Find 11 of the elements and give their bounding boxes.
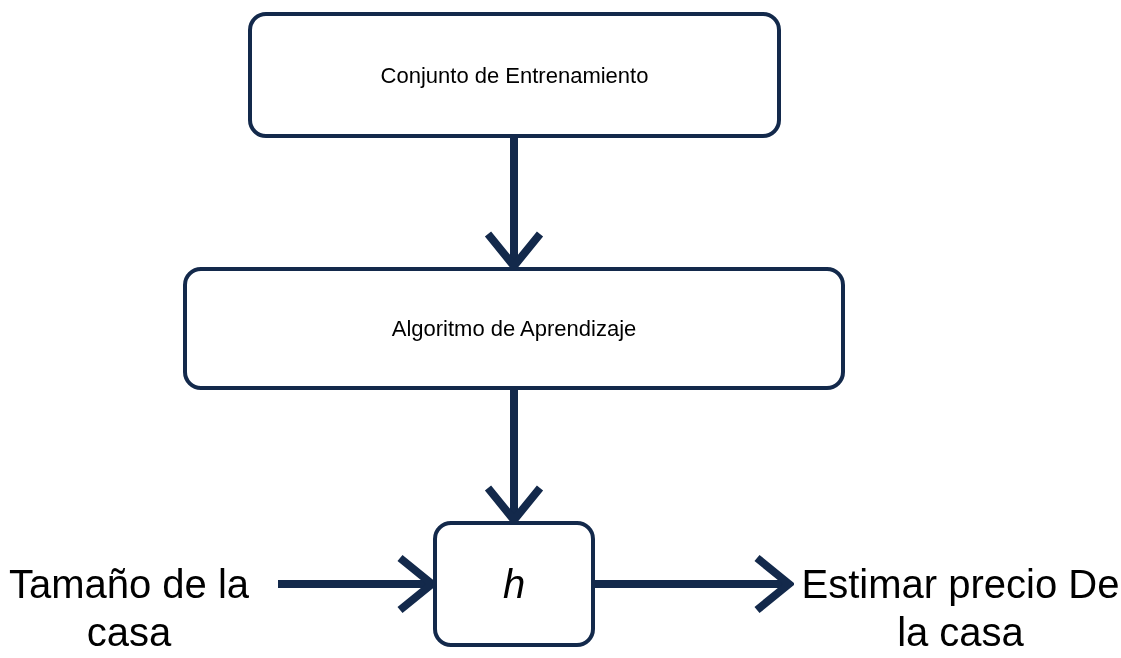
arrow (595, 554, 793, 614)
arrow (484, 138, 544, 270)
process-box (183, 267, 845, 390)
process-box (248, 12, 781, 138)
node-label: Estimar precio De la casa (800, 558, 1121, 658)
box-label: Algoritmo de Aprendizaje (391, 315, 637, 343)
node-label: Tamaño de la casa (0, 558, 258, 658)
arrow (484, 390, 544, 524)
box-label: h (502, 561, 526, 608)
box-label: Conjunto de Entrenamiento (380, 61, 649, 90)
process-box (433, 521, 595, 647)
